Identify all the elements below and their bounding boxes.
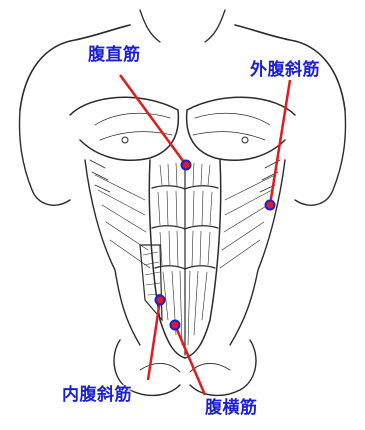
pointer-lines bbox=[120, 75, 290, 395]
pointer-line-internal-oblique bbox=[148, 300, 160, 380]
pointer-line-rectus bbox=[120, 75, 186, 165]
pointer-line-external-oblique bbox=[270, 80, 290, 205]
label-internal-oblique: 内腹斜筋 bbox=[62, 380, 132, 405]
pointer-dot-internal-oblique bbox=[156, 296, 165, 305]
pointer-dot-rectus bbox=[182, 161, 191, 170]
label-transversus-abdominis: 腹横筋 bbox=[205, 393, 258, 418]
pointer-dot-external-oblique bbox=[266, 201, 275, 210]
pointer-dot-transversus bbox=[171, 321, 180, 330]
label-external-oblique: 外腹斜筋 bbox=[250, 55, 320, 80]
label-rectus-abdominis: 腹直筋 bbox=[88, 40, 141, 65]
